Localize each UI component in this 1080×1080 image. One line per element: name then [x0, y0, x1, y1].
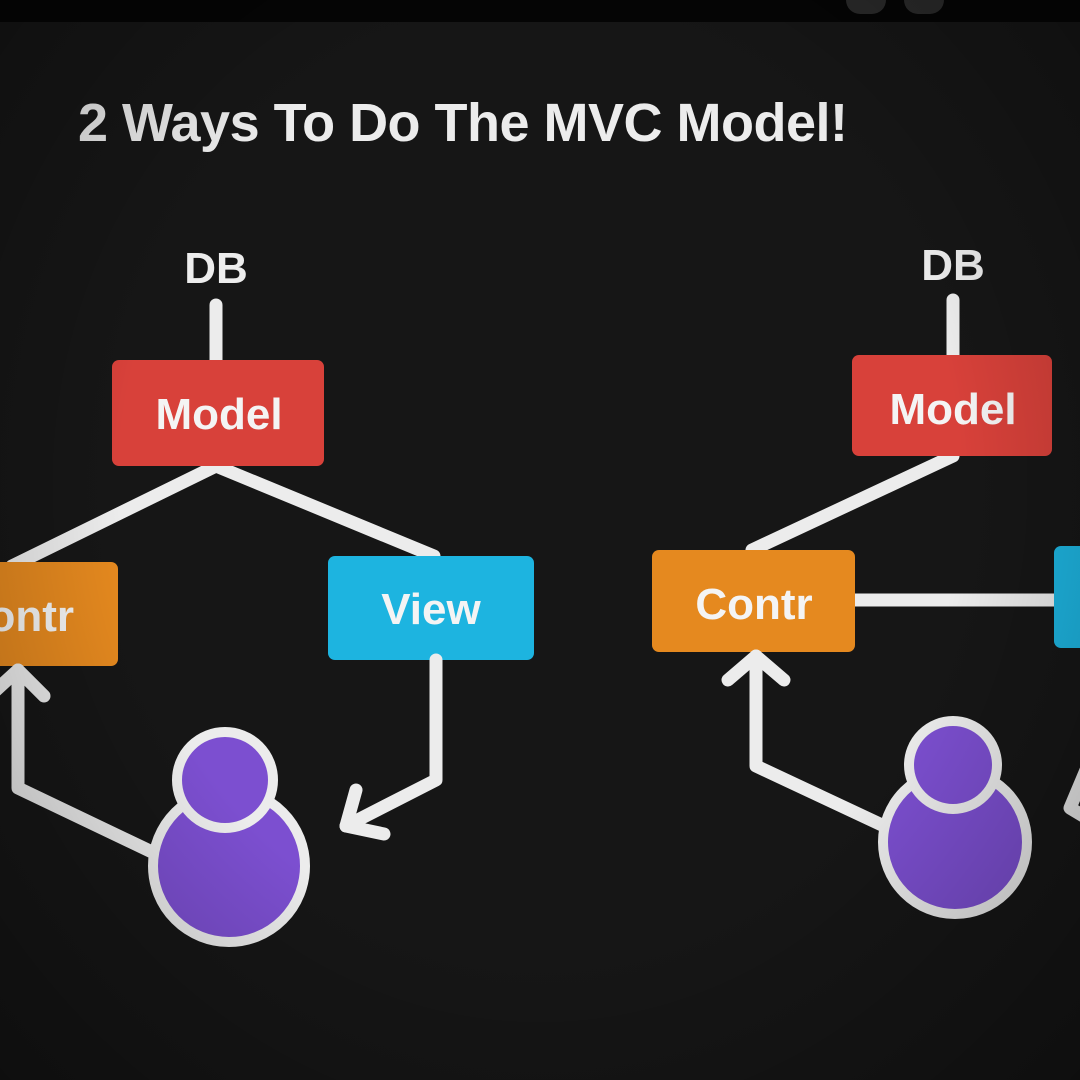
db-label: DB — [921, 241, 985, 290]
controller-box — [0, 562, 118, 666]
view-to-user-connector — [339, 653, 443, 833]
view-box — [1054, 546, 1080, 648]
user-icon — [148, 727, 310, 947]
model-view-connector — [209, 459, 441, 563]
model-controller-connector — [745, 449, 960, 557]
arrowhead-up-icon — [0, 663, 51, 703]
controller-label: Contr — [695, 580, 812, 629]
model-controller-connector — [5, 459, 223, 573]
model-label: Model — [155, 390, 282, 439]
user-icon — [878, 716, 1032, 919]
arrowhead-up-icon — [721, 649, 791, 687]
screen-bezel — [0, 0, 1080, 22]
user-to-controller-connector — [11, 663, 159, 859]
controller-label: ontr — [0, 592, 74, 641]
model-box — [852, 355, 1052, 456]
db-label: DB — [184, 244, 248, 293]
model-box — [112, 360, 324, 466]
diagram-left: DB Model ontr View — [0, 244, 534, 947]
slide-title: 2 Ways To Do The MVC Model! — [78, 93, 848, 153]
view-box — [328, 556, 534, 660]
bezel-bump — [846, 0, 886, 14]
diagram-right: DB Model Contr — [652, 241, 1080, 919]
arrowhead-left-icon — [339, 783, 391, 841]
user-to-controller-connector — [749, 649, 891, 833]
controller-box — [652, 550, 855, 652]
arrowhead-left-icon — [1063, 767, 1080, 822]
bezel-bump — [904, 0, 944, 14]
model-label: Model — [889, 385, 1016, 434]
view-label: View — [381, 585, 481, 634]
